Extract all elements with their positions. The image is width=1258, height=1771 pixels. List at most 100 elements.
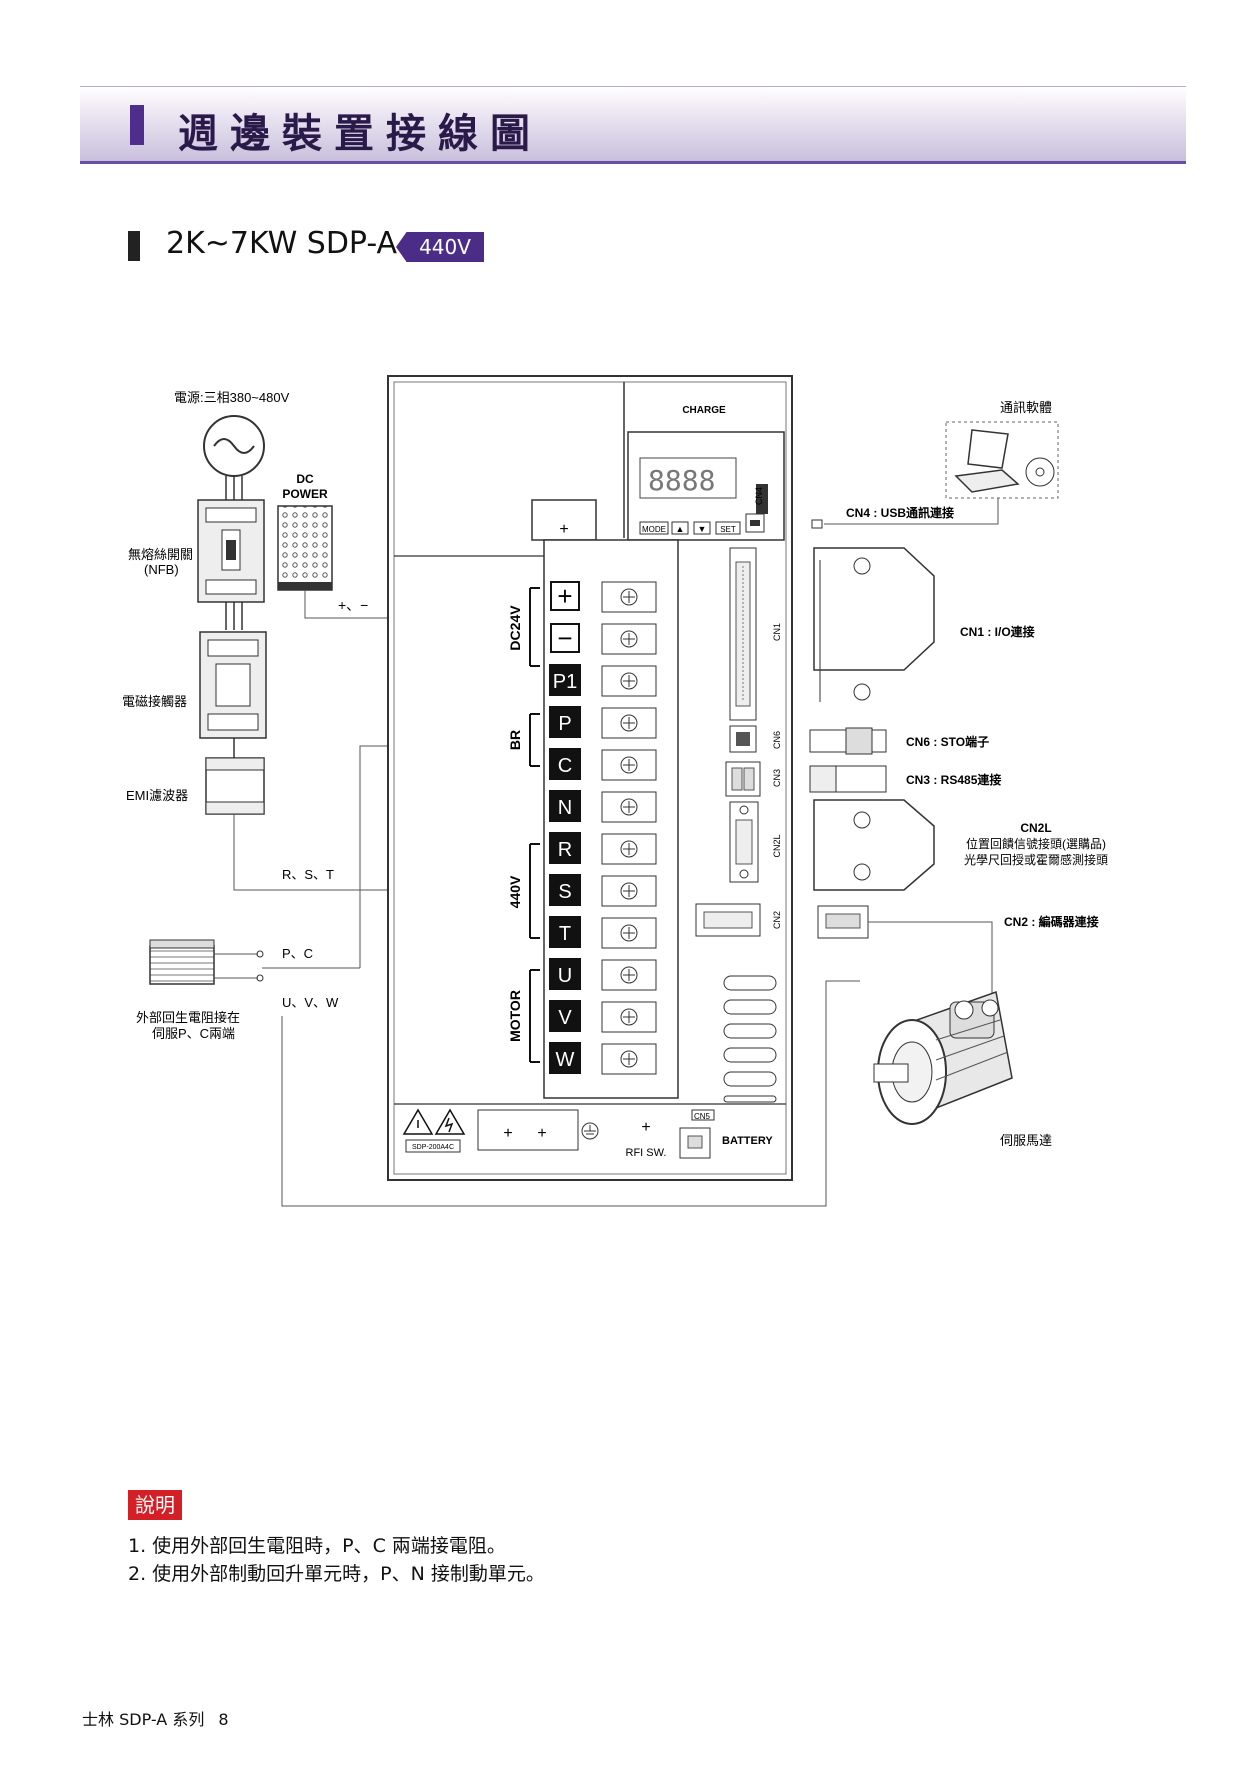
svg-text:8888: 8888 <box>648 464 715 497</box>
cn3-rs485-port[interactable] <box>725 761 761 797</box>
terminal-p1-label: P1 <box>553 671 577 693</box>
cn2-port-label: CN2 <box>772 911 782 929</box>
title-accent-bar <box>130 105 144 145</box>
terminal-r-label: R <box>558 839 572 861</box>
terminal-n: N <box>549 790 581 822</box>
power-source-label: 電源:三相380~480V <box>174 390 290 405</box>
terminal-v-label: V <box>558 1007 572 1029</box>
cn4-port-label: CN4 <box>754 487 764 505</box>
model-title: 2K~7KW SDP-A <box>166 226 398 261</box>
cn2-encoder-port[interactable] <box>695 903 761 937</box>
dc-power-label-line1: DC <box>296 472 314 486</box>
terminal-minus-label: − <box>557 623 572 653</box>
uvw-label: U、V、W <box>282 995 339 1010</box>
terminal-p-label: P <box>558 713 571 735</box>
mode-button[interactable]: MODE <box>639 521 669 535</box>
terminal-v: V <box>549 1000 581 1032</box>
charge-label: CHARGE <box>682 405 726 416</box>
nfb-breaker-icon <box>197 499 265 603</box>
page-number: 8 <box>218 1710 229 1729</box>
cn3-port-label: CN3 <box>772 769 782 787</box>
mode-button-label: MODE <box>642 525 666 534</box>
down-button[interactable]: ▼ <box>693 521 711 535</box>
ground-icon <box>581 1122 599 1140</box>
cn2l-title: CN2L <box>1020 821 1051 835</box>
terminal-w: W <box>549 1042 581 1074</box>
terminal-r: R <box>549 832 581 864</box>
regen-label-line1: 外部回生電阻接在 <box>136 1010 240 1025</box>
up-button-label: ▲ <box>676 524 685 534</box>
cn2-desc: CN2 : 編碼器連接 <box>1004 914 1099 929</box>
notes-list: 1. 使用外部回生電阻時，P、C 兩端接電阻。 2. 使用外部制動回升單元時，P… <box>128 1532 545 1588</box>
terminal-c-label: C <box>558 755 572 777</box>
subtitle-accent-bar <box>128 231 140 261</box>
group-label-dc24v: DC24V <box>507 605 523 651</box>
terminal-s-label: S <box>558 881 571 903</box>
terminal-plus-label: + <box>557 581 572 611</box>
cn6-sto-port[interactable] <box>729 725 757 753</box>
terminal-u: U <box>549 958 581 990</box>
cn2l-desc-line2: 光學尺回授或霍爾感測接頭 <box>964 852 1108 867</box>
software-label: 通訊軟體 <box>1000 400 1052 415</box>
cn6-plug-icon <box>809 727 887 755</box>
header-bar: 週邊裝置接線圖 <box>80 86 1186 164</box>
svg-text:+: + <box>503 1125 512 1142</box>
svg-text:+: + <box>641 1119 650 1136</box>
cn2l-port-label: CN2L <box>772 834 782 857</box>
set-button-label: SET <box>720 525 736 534</box>
cn4-usb-port[interactable] <box>745 513 765 533</box>
cn2l-desc-line1: 位置回饋信號接頭(選購品) <box>966 836 1106 851</box>
note-item: 2. 使用外部制動回升單元時，P、N 接制動單元。 <box>128 1563 545 1585</box>
group-brackets <box>529 587 540 1063</box>
emi-filter-icon <box>205 757 265 815</box>
cn1-port-label: CN1 <box>772 623 782 641</box>
terminal-minus: − <box>550 623 580 653</box>
ac-source-icon <box>203 415 265 500</box>
svg-text:+: + <box>559 521 568 538</box>
rfi-switch-label: RFI SW. <box>626 1147 667 1159</box>
set-button[interactable]: SET <box>715 521 741 535</box>
laptop-icon <box>945 421 1059 499</box>
terminal-t-label: T <box>559 923 571 945</box>
model-plate-label: SDP-200A4C <box>412 1144 454 1151</box>
terminal-n-label: N <box>558 797 572 819</box>
cn5-port-label: CN5 <box>694 1112 711 1121</box>
cn2l-port[interactable] <box>729 801 759 883</box>
cn2l-connector-icon <box>813 799 935 891</box>
bottom-terminal: + + <box>477 1109 579 1151</box>
emi-label: EMI濾波器 <box>126 788 188 803</box>
notes-label: 說明 <box>128 1490 182 1520</box>
cn3-plug-icon <box>809 765 887 793</box>
warning-icons <box>402 1108 466 1135</box>
voltage-badge: 440V <box>396 232 484 262</box>
cn6-port-label: CN6 <box>772 731 782 749</box>
terminal-plus: + <box>550 581 580 611</box>
terminal-s: S <box>549 874 581 906</box>
terminal-c: C <box>549 748 581 780</box>
terminal-w-label: W <box>556 1049 575 1071</box>
terminal-u-label: U <box>558 965 572 987</box>
cn5-port[interactable] <box>679 1109 715 1159</box>
rst-label: R、S、T <box>282 867 334 882</box>
footer-series: 士林 SDP-A 系列 <box>82 1710 205 1729</box>
up-button[interactable]: ▲ <box>671 521 689 535</box>
motor-label: 伺服馬達 <box>1000 1133 1052 1148</box>
terminal-t: T <box>549 916 581 948</box>
page-footer: 士林 SDP-A 系列 8 <box>82 1706 229 1730</box>
voltage-badge-label: 440V <box>419 235 471 259</box>
svg-text:+: + <box>537 1125 546 1142</box>
group-label-br: BR <box>507 730 523 750</box>
cn3-desc: CN3 : RS485連接 <box>906 772 1001 787</box>
terminal-p: P <box>549 706 581 738</box>
servo-motor-icon <box>873 991 1013 1125</box>
dc-power-supply-icon <box>277 505 333 591</box>
cn1-connector-icon <box>813 547 935 702</box>
group-label-motor: MOTOR <box>507 990 523 1042</box>
cn1-io-port[interactable] <box>729 547 757 721</box>
page-title: 週邊裝置接線圖 <box>178 111 542 157</box>
dc-plus-minus-label: +、− <box>338 597 368 613</box>
contactor-icon <box>199 631 267 739</box>
cn6-desc: CN6 : STO端子 <box>906 734 989 749</box>
terminal-p1: P1 <box>549 664 581 696</box>
